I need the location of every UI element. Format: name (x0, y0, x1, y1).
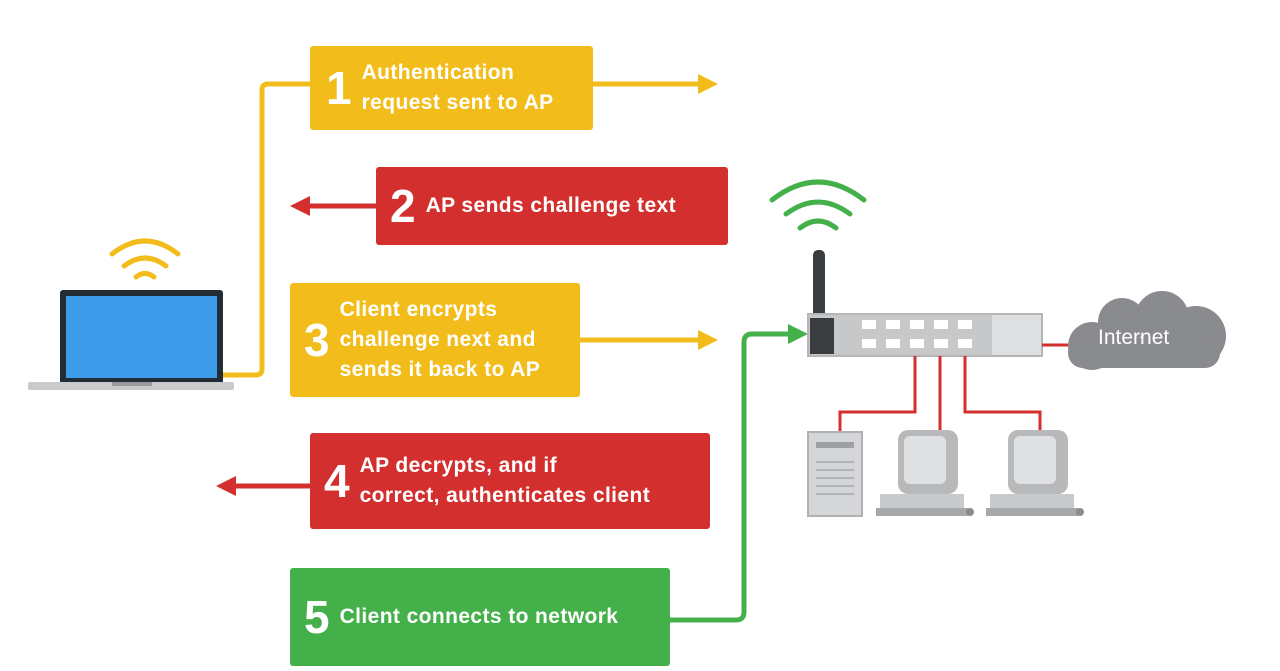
computer-icon (986, 430, 1084, 516)
cloud-icon (1068, 291, 1226, 370)
step-2-box: 2 AP sends challenge text (376, 167, 728, 245)
wifi-signal-icon (109, 238, 181, 280)
step-5-line-1: Client connects to network (339, 605, 619, 628)
step-1-line-2: request sent to AP (361, 91, 554, 114)
step-4-number: 4 (324, 455, 350, 507)
step-2-arrow (290, 196, 378, 216)
step-5-arrow (668, 324, 808, 623)
step-5-box: 5 Client connects to network (290, 568, 670, 666)
step-1-box: 1 Authentication request sent to AP (310, 46, 593, 130)
step-3-line-3: sends it back to AP (339, 358, 541, 381)
step-3-arrow (580, 330, 718, 350)
step-1-line-1: Authentication (361, 61, 515, 84)
network-cables (838, 343, 1072, 432)
step-1-arrow (592, 74, 718, 94)
step-4-box: 4 AP decrypts, and if correct, authentic… (310, 433, 710, 529)
step-5-number: 5 (304, 591, 330, 643)
router-icon (807, 250, 1043, 357)
step-4-arrow (216, 476, 312, 496)
step-1-number: 1 (326, 62, 352, 114)
internet-label: Internet (1098, 326, 1170, 349)
step-3-line-2: challenge next and (339, 328, 536, 351)
laptop-uplink-line (222, 81, 312, 378)
step-4-line-2: correct, authenticates client (359, 484, 651, 507)
step-2-line-1: AP sends challenge text (425, 194, 676, 217)
step-3-number: 3 (304, 314, 330, 366)
router-wifi-icon (769, 179, 867, 231)
server-icon (807, 431, 863, 517)
step-3-line-1: Client encrypts (339, 298, 498, 321)
laptop-icon (28, 290, 234, 390)
step-3-box: 3 Client encrypts challenge next and sen… (290, 283, 580, 397)
step-4-line-1: AP decrypts, and if (359, 454, 558, 477)
step-2-number: 2 (390, 180, 416, 232)
computer-icon (876, 430, 974, 516)
